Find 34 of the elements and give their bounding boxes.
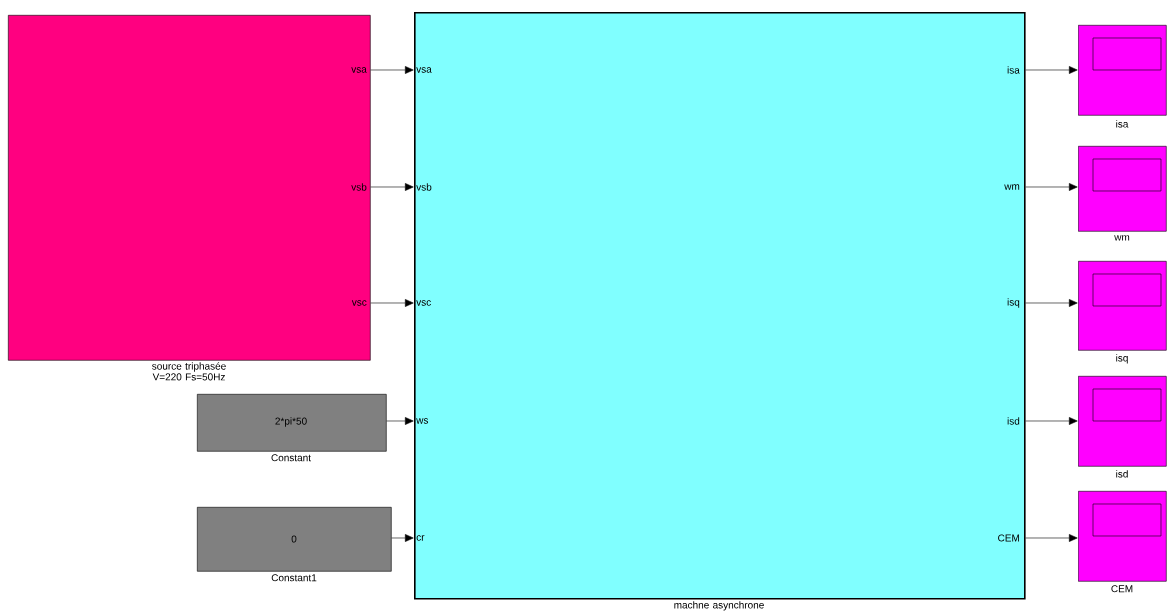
port-label: ws bbox=[416, 418, 429, 424]
port-label: vsc bbox=[416, 300, 431, 306]
value-label: 0 bbox=[291, 535, 297, 543]
port-label: vsa bbox=[351, 67, 367, 73]
port-label: cr bbox=[416, 535, 425, 541]
arrow bbox=[370, 299, 414, 307]
port-label: wm bbox=[1004, 184, 1020, 190]
arrow bbox=[391, 534, 414, 542]
arrow bbox=[370, 183, 414, 191]
port-label: isq bbox=[1007, 298, 1020, 308]
port-label: CEM bbox=[998, 534, 1019, 542]
port-label: isd bbox=[1007, 417, 1020, 425]
arrow bbox=[370, 66, 414, 74]
port-label: isa bbox=[1007, 66, 1020, 74]
block-name: Constant bbox=[271, 454, 311, 462]
block-name: isa bbox=[1116, 120, 1129, 128]
block-name: isd bbox=[1116, 470, 1128, 478]
arrow bbox=[1025, 183, 1078, 191]
block-name: Constant1 bbox=[271, 574, 317, 582]
arrow bbox=[1025, 66, 1078, 74]
arrow bbox=[1025, 299, 1078, 307]
block-name: source triphasée V=220 Fs=50Hz bbox=[152, 362, 226, 381]
value-label: 2*pi*50 bbox=[275, 417, 307, 427]
block-name: CEM bbox=[1111, 585, 1133, 593]
block-name: wm bbox=[1114, 235, 1130, 241]
port-label: vsc bbox=[351, 300, 367, 306]
arrow bbox=[1025, 534, 1078, 542]
port-label: vsb bbox=[416, 183, 432, 191]
block-name: isq bbox=[1116, 354, 1128, 364]
block-name: machne asynchrone bbox=[674, 601, 764, 611]
arrow bbox=[386, 417, 414, 425]
port-label: vsa bbox=[416, 67, 432, 73]
port-label: vsb bbox=[351, 183, 367, 191]
arrow bbox=[1025, 417, 1078, 425]
